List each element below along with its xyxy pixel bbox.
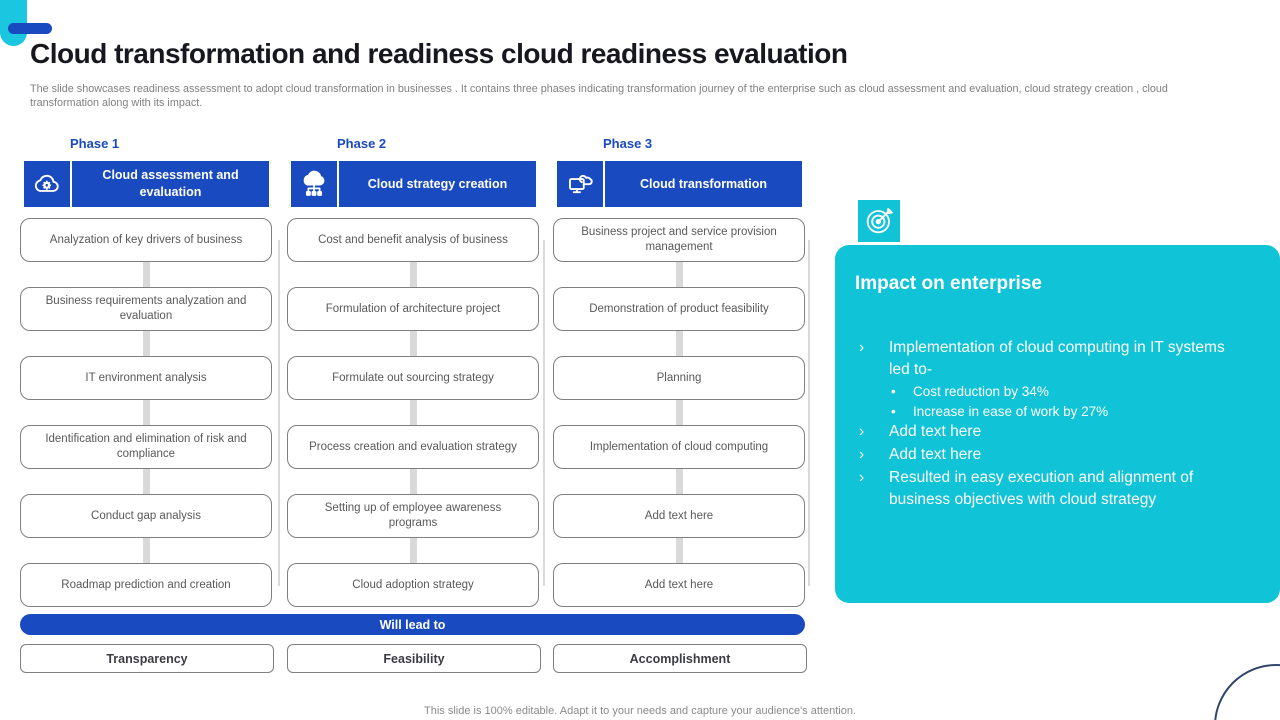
step-connector (675, 469, 683, 494)
dot-bullet-icon: • (891, 403, 896, 419)
page-title: Cloud transformation and readiness cloud… (30, 38, 848, 69)
phase-3-step-3: Planning (553, 356, 805, 400)
phase-3-step-4: Implementation of cloud computing (553, 425, 805, 469)
cloud-gear-icon (24, 161, 70, 207)
corner-accent-dash (8, 23, 52, 34)
phase-3-header: Cloud transformation (557, 161, 802, 207)
will-lead-to-bar: Will lead to (20, 614, 805, 635)
phase-2-step-6: Cloud adoption strategy (287, 563, 539, 607)
chevron-bullet-icon: › (859, 469, 865, 487)
dot-bullet-icon: • (891, 384, 896, 399)
phase-2-header: Cloud strategy creation (291, 161, 536, 207)
phase-2-step-5: Setting up of employee awareness program… (287, 494, 539, 538)
phase-3-step-5: Add text here (553, 494, 805, 538)
phase-1-label: Phase 1 (70, 136, 120, 151)
phase-3-step-1: Business project and service provision m… (553, 218, 805, 262)
step-connector (409, 538, 417, 563)
phase-3-step-2: Demonstration of product feasibility (553, 287, 805, 331)
chevron-bullet-icon: › (859, 446, 865, 464)
impact-bullet-text: Resulted in easy execution and alignment… (889, 469, 1194, 509)
phase-1-header-label: Cloud assessment and evaluation (72, 161, 269, 207)
phase-1-column: Phase 1 Cloud assessment and evaluation … (20, 136, 272, 611)
impact-sub-bullet: • Increase in ease of work by 27% (891, 402, 1256, 422)
phase-1-step-5: Conduct gap analysis (20, 494, 272, 538)
phase-3-header-label: Cloud transformation (605, 161, 802, 207)
impact-bullet-list: › Implementation of cloud computing in I… (855, 337, 1256, 511)
phase-2-step-4: Process creation and evaluation strategy (287, 425, 539, 469)
outcome-transparency: Transparency (20, 644, 274, 673)
outcome-accomplishment: Accomplishment (553, 644, 807, 673)
step-connector (409, 469, 417, 494)
impact-bullet: › Add text here (855, 444, 1256, 466)
phase-2-header-label: Cloud strategy creation (339, 161, 536, 207)
step-connector (142, 538, 150, 563)
step-connector (142, 469, 150, 494)
impact-bullet-text-cont: led to- (889, 361, 933, 378)
phase-3-column: Phase 3 Cloud transformation Business pr… (553, 136, 805, 611)
step-connector (142, 262, 150, 287)
step-connector (409, 262, 417, 287)
chevron-bullet-icon: › (859, 339, 865, 356)
step-connector (142, 400, 150, 425)
column-connector-line (808, 240, 810, 586)
chevron-bullet-icon: › (859, 423, 865, 441)
step-connector (409, 400, 417, 425)
impact-panel: Impact on enterprise › Implementation of… (835, 245, 1280, 603)
phase-2-column: Phase 2 Cloud strategy creation Cost and… (287, 136, 539, 611)
column-connector-line (278, 240, 280, 586)
step-connector (675, 538, 683, 563)
slide-subtitle: The slide showcases readiness assessment… (30, 83, 1168, 109)
impact-sub-bullet-text: Increase in ease of work by 27% (913, 403, 1109, 419)
impact-bullet-text: Add text here (889, 446, 982, 464)
phase-2-step-3: Formulate out sourcing strategy (287, 356, 539, 400)
target-arrow-icon (855, 197, 903, 245)
phase-1-step-3: IT environment analysis (20, 356, 272, 400)
outcome-feasibility: Feasibility (287, 644, 541, 673)
phase-2-label: Phase 2 (337, 136, 387, 151)
phase-2-step-1: Cost and benefit analysis of business (287, 218, 539, 262)
impact-bullet: › Implementation of cloud computing in I… (855, 337, 1256, 381)
phase-1-step-2: Business requirements analyzation and ev… (20, 287, 272, 331)
cloud-network-icon (291, 161, 337, 207)
impact-bullet-text: Implementation of cloud computing in IT … (889, 339, 1225, 356)
phase-2-step-2: Formulation of architecture project (287, 287, 539, 331)
phase-1-step-6: Roadmap prediction and creation (20, 563, 272, 607)
step-connector (409, 331, 417, 356)
phase-3-label: Phase 3 (603, 136, 653, 151)
impact-sub-bullet: • Cost reduction by 34% (891, 382, 1256, 402)
impact-bullet-text: Add text here (889, 423, 982, 441)
phase-3-step-6: Add text here (553, 563, 805, 607)
step-connector (142, 331, 150, 356)
footer-note: This slide is 100% editable. Adapt it to… (424, 705, 856, 717)
corner-arc-decoration (1214, 664, 1280, 720)
phase-1-step-4: Identification and elimination of risk a… (20, 425, 272, 469)
step-connector (675, 400, 683, 425)
cloud-monitor-icon (557, 161, 603, 207)
column-connector-line (543, 240, 545, 586)
impact-bullet: › Resulted in easy execution and alignme… (855, 467, 1256, 511)
phase-1-header: Cloud assessment and evaluation (24, 161, 269, 207)
impact-title: Impact on enterprise (855, 273, 1042, 294)
step-connector (675, 262, 683, 287)
phase-1-step-1: Analyzation of key drivers of business (20, 218, 272, 262)
step-connector (675, 331, 683, 356)
impact-bullet: › Add text here (855, 421, 1256, 443)
impact-sub-bullet-text: Cost reduction by 34% (913, 384, 1049, 399)
